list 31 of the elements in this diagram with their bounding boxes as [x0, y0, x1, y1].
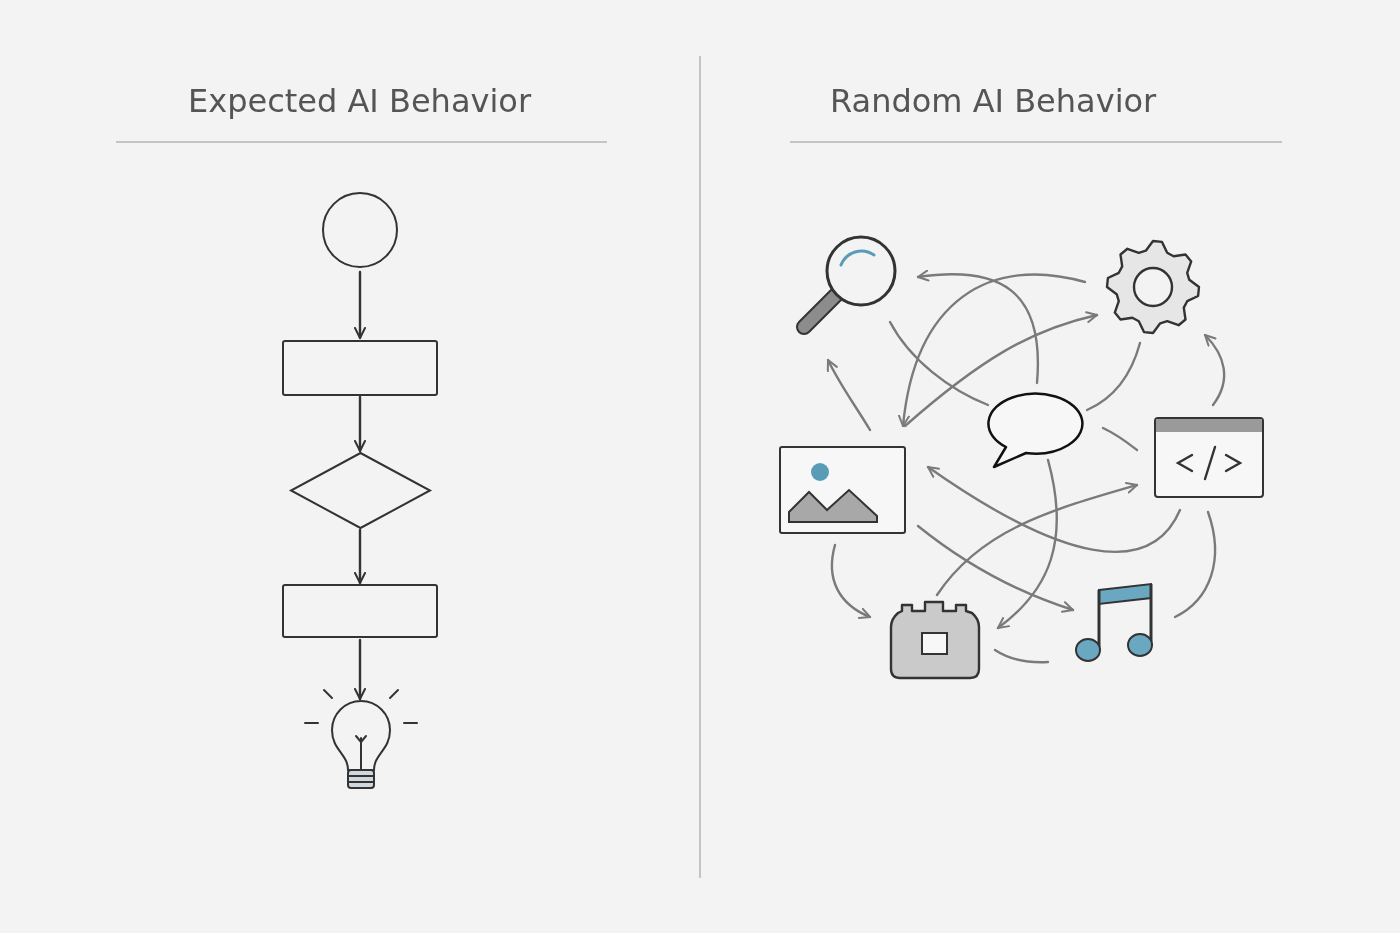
arrow [898, 273, 1087, 428]
arrow [903, 311, 1099, 428]
camera-icon [888, 599, 982, 680]
code-window-icon [1154, 417, 1264, 498]
gear-icon [1104, 240, 1202, 334]
image-icon [779, 446, 906, 534]
process-box [282, 340, 438, 396]
arrow [1203, 333, 1226, 407]
speech-bubble-icon [986, 389, 1085, 468]
arrow [354, 270, 366, 340]
lightbulb-icon [304, 688, 418, 792]
connector-line [1085, 341, 1142, 412]
connector-line [888, 320, 990, 407]
process-box [282, 584, 438, 638]
arrow [926, 465, 1182, 554]
arrow [916, 269, 1040, 385]
arrow [354, 395, 366, 453]
arrow [996, 458, 1058, 630]
arrow [826, 358, 872, 432]
arrow [935, 481, 1139, 597]
arrow [354, 528, 366, 585]
decision-diamond [290, 452, 431, 529]
start-circle [322, 192, 398, 268]
arrow [916, 524, 1075, 613]
arrow [830, 543, 872, 619]
section-heading: Random AI Behavior [830, 82, 1157, 120]
connector-line [1173, 510, 1217, 619]
connector-line [1101, 426, 1139, 452]
section-heading: Expected AI Behavior [188, 82, 532, 120]
connector-line [993, 648, 1050, 664]
arrow [354, 638, 366, 701]
